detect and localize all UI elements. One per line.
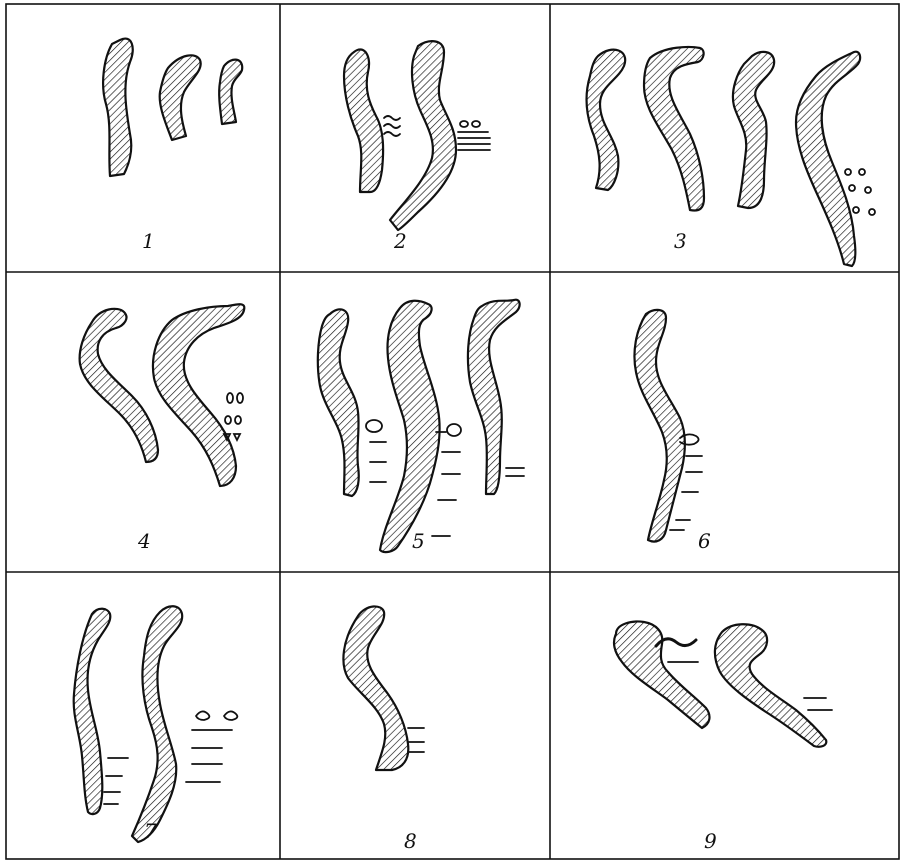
tooth-profile (634, 310, 684, 542)
oval-triangle-marks (224, 393, 243, 440)
panel-1-shapes (103, 39, 242, 176)
panel-2-label: 2 (393, 229, 407, 253)
panel-9-label: 9 (704, 829, 717, 853)
tooth-profile (614, 622, 709, 729)
tooth-profile (587, 50, 626, 190)
oval-and-lines (458, 121, 490, 150)
panel-3-shapes (587, 47, 861, 266)
tooth-profile (343, 606, 408, 770)
tooth-profile (468, 300, 520, 494)
tooth-profile (344, 49, 383, 192)
panel-9-shapes (614, 622, 826, 747)
panel-5-shapes (318, 300, 520, 552)
panel-8-label: 8 (404, 829, 417, 853)
tooth-profile (796, 52, 860, 266)
tooth-profile (318, 309, 359, 496)
wave-lines (384, 116, 400, 136)
tooth-profile (219, 60, 242, 124)
panel-3-label: 3 (674, 229, 687, 253)
panel-6-shapes (634, 310, 684, 542)
panel-1-label: 1 (142, 229, 155, 253)
tooth-profile (103, 39, 133, 176)
tooth-profile (390, 41, 456, 230)
tooth-profile (80, 309, 158, 462)
tooth-profile (153, 304, 244, 486)
line-marks (408, 728, 424, 752)
panel-8-shapes (343, 606, 408, 770)
tooth-profile (733, 52, 774, 208)
tooth-profile (644, 47, 704, 210)
tooth-profile (160, 55, 201, 140)
panel-6-label: 6 (698, 529, 711, 553)
panel-7-shapes (74, 606, 183, 842)
tooth-profile (380, 301, 440, 552)
panel-4-label: 4 (137, 529, 151, 553)
tooth-profile (715, 624, 826, 747)
panel-5-label: 5 (412, 529, 425, 553)
tooth-profile (74, 609, 111, 814)
panel-2-shapes (344, 41, 456, 230)
panel-7-label: 7 (144, 819, 157, 843)
panel-4-shapes (80, 304, 245, 486)
tooth-profile (132, 606, 182, 842)
